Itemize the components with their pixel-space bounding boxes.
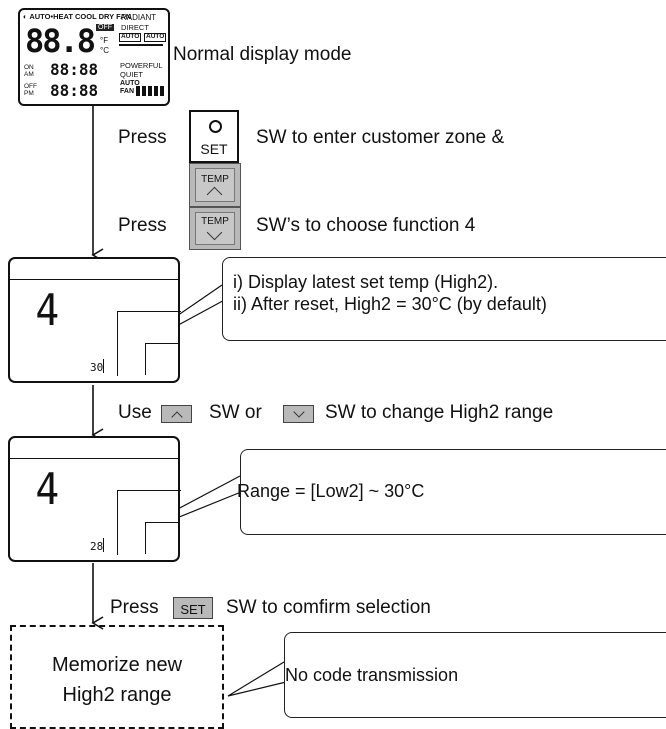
set-key-button-small[interactable]: SET — [173, 597, 213, 619]
set-key-label: SET — [200, 141, 228, 157]
fan-label: FAN — [120, 88, 134, 95]
memorize-line2: High2 range — [62, 684, 172, 706]
remote-lcd-full: ◐ AUTO•HEAT COOL DRY FAN 88.8 OFF °F °C … — [18, 8, 170, 106]
temp-up-label: TEMP — [201, 174, 229, 185]
temp-up-button[interactable]: TEMP — [189, 163, 241, 207]
callout-range-line1: Range = [Low2] ~ 30°C — [237, 481, 425, 501]
enter-zone-label: SW to enter customer zone & — [256, 127, 505, 148]
choose-function-label: SW’s to choose function 4 — [256, 215, 476, 236]
temp-down-button[interactable]: TEMP — [189, 207, 241, 250]
set-key-small-label: SET — [180, 602, 206, 617]
high2-value: 30 — [90, 361, 104, 374]
down-key-button[interactable] — [283, 405, 314, 423]
off-pm-label: OFF PM — [24, 83, 37, 97]
press-label-3: Press — [110, 597, 159, 618]
callout-high2-line1: i) Display latest set temp (High2). — [233, 272, 499, 292]
swing-icon — [119, 44, 163, 60]
callout-high2-info: i) Display latest set temp (High2). ii) … — [222, 257, 666, 341]
auto-flap-2: AUTO — [144, 33, 167, 42]
lcd-function-4-range: 4 28 — [8, 436, 181, 562]
chevron-up-icon-small — [171, 411, 183, 423]
memorize-line1: Memorize new — [51, 654, 183, 676]
function-digit: 4 — [35, 285, 60, 336]
auto-fan-label: AUTO — [120, 80, 140, 87]
normal-display-label: Normal display mode — [173, 44, 352, 65]
quiet-label: QUIET — [120, 70, 143, 79]
change-range-label: SW to change High2 range — [325, 402, 554, 423]
confirm-label: SW to comfirm selection — [226, 597, 431, 618]
callout-no-code-line1: No code transmission — [285, 665, 459, 685]
timer-off-digits: 88:88 — [50, 81, 99, 100]
unit-c: °C — [100, 46, 109, 55]
up-key-button[interactable] — [161, 405, 192, 423]
direct-label: DIRECT — [121, 23, 149, 32]
auto-flap-1: AUTO — [119, 33, 142, 42]
fan-bars-icon — [136, 86, 164, 96]
temp-down-label: TEMP — [201, 216, 229, 227]
off-badge: OFF — [96, 24, 114, 31]
on-am-label: ON AM — [24, 64, 34, 78]
callout-high2-line2: ii) After reset, High2 = 30°C (by defaul… — [233, 294, 547, 314]
chevron-down-icon-small — [293, 406, 305, 418]
unit-f: °F — [100, 36, 109, 45]
function-digit-2: 4 — [35, 464, 60, 515]
press-label-1: Press — [118, 127, 167, 148]
set-led-icon — [209, 120, 222, 133]
use-label: Use — [118, 402, 152, 423]
radiant-label: RADIANT — [121, 13, 157, 22]
sw-or-label: SW or — [209, 402, 262, 423]
temp-digits: 88.8 — [25, 22, 96, 60]
lcd-function-4-high2: 4 30 — [8, 257, 181, 383]
callout-3-pointer — [227, 661, 287, 697]
callout-no-code: No code transmission — [284, 632, 666, 718]
press-label-2: Press — [118, 215, 167, 236]
callout-range-info: Range = [Low2] ~ 30°C — [237, 449, 666, 535]
range-value: 28 — [90, 540, 104, 553]
mode-bar: ◐ AUTO•HEAT COOL DRY FAN — [23, 12, 132, 21]
powerful-label: POWERFUL — [120, 61, 163, 70]
timer-on-digits: 88:88 — [50, 60, 99, 79]
memorize-box: Memorize new High2 range — [10, 625, 224, 729]
set-button[interactable]: SET — [189, 110, 239, 163]
